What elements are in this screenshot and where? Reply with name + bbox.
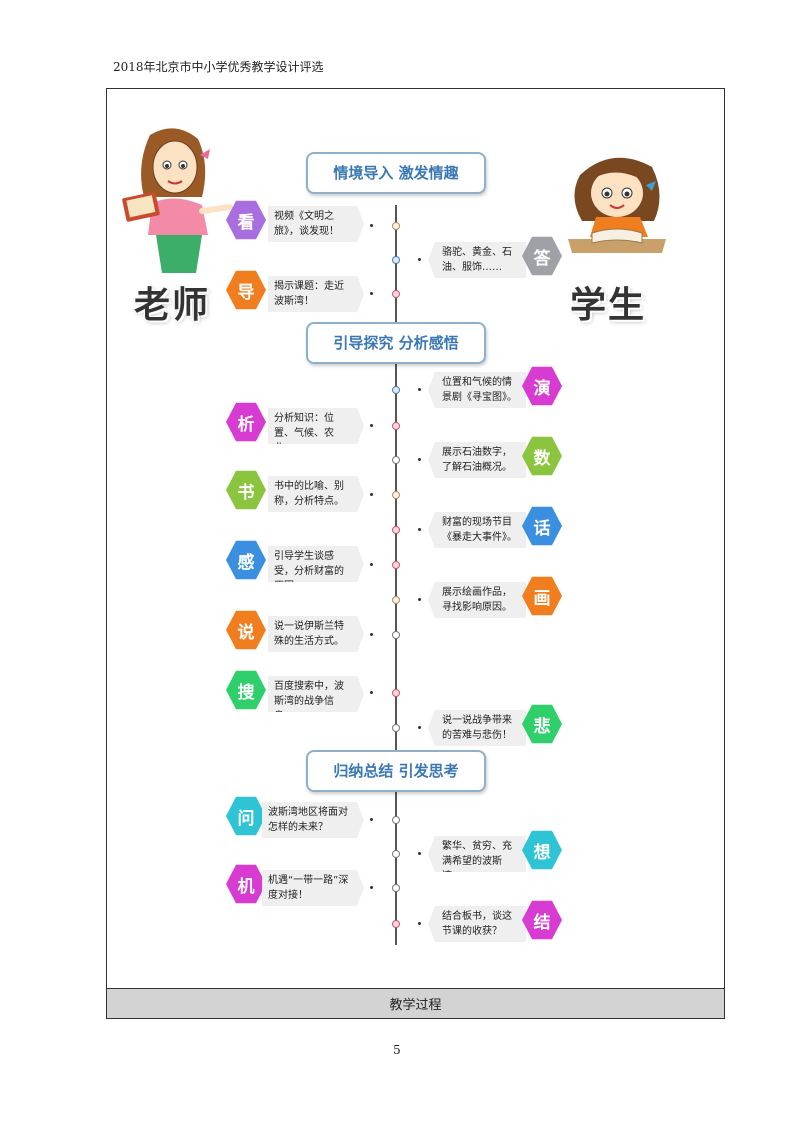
timeline-node [392, 256, 400, 264]
step-text-hua: 财富的现场节目《暴走大事件》。 [428, 512, 526, 548]
connector-dot [418, 598, 421, 601]
timeline-node [392, 456, 400, 464]
timeline-node [392, 631, 400, 639]
step-text-jie: 结合板书，谈这节课的收获？ [428, 906, 526, 942]
step-hex-bei: 悲 [522, 704, 562, 744]
step-text-shu: 展示石油数字，了解石油概况。 [428, 442, 526, 478]
section-title-summary: 归纳总结 引发思考 [306, 750, 486, 792]
page-number: 5 [393, 1043, 401, 1057]
step-text-xiang: 繁华、贫穷、充满希望的波斯湾。 [428, 836, 526, 872]
connector-dot [370, 292, 373, 295]
step-hex-hua: 话 [522, 506, 562, 546]
connector-dot [370, 886, 373, 889]
step-hex-hua-paint: 画 [522, 576, 562, 616]
timeline-node [392, 596, 400, 604]
timeline-node [392, 884, 400, 892]
connector-dot [418, 922, 421, 925]
connector-dot [370, 691, 373, 694]
connector-dot [418, 388, 421, 391]
timeline-node [392, 724, 400, 732]
step-text-xi: 分析知识：位置、气候、农业。 [268, 408, 364, 444]
page-header: 2018年北京市中小学优秀教学设计评选 [113, 60, 324, 74]
teacher-illustration [122, 128, 233, 273]
step-text-shuo: 说一说伊斯兰特殊的生活方式。 [268, 616, 364, 652]
connector-dot [418, 258, 421, 261]
timeline-node [392, 290, 400, 298]
step-text-ji: 机遇“一带一路”深度对接！ [262, 870, 364, 906]
timeline-node [392, 422, 400, 430]
step-text-sou: 百度搜索中，波斯湾的战争信息。 [268, 676, 364, 712]
step-text-bei: 说一说战争带来的苦难与悲伤！ [428, 710, 526, 746]
step-text-da: 骆驼、黄金、石油、服饰…… [428, 242, 526, 278]
section-title-intro: 情境导入 激发情趣 [306, 152, 486, 194]
step-hex-shu: 数 [522, 436, 562, 476]
timeline-spine [395, 205, 397, 945]
step-text-wen: 波斯湾地区将面对怎样的未来？ [262, 802, 364, 838]
timeline-node [392, 816, 400, 824]
timeline-node [392, 561, 400, 569]
step-text-gan: 引导学生谈感受，分析财富的原因。 [268, 546, 364, 582]
student-illustration [568, 157, 666, 253]
step-text-kan: 视频《文明之旅》，谈发现！ [268, 206, 364, 242]
teacher-label: 老师 [134, 284, 211, 326]
connector-dot [370, 633, 373, 636]
timeline-node [392, 386, 400, 394]
section-title-explore: 引导探究 分析感悟 [306, 322, 486, 364]
timeline-node [392, 491, 400, 499]
connector-dot [418, 726, 421, 729]
step-text-dao: 揭示课题：走近波斯湾！ [268, 276, 364, 312]
timeline-node [392, 920, 400, 928]
step-hex-jie: 结 [522, 900, 562, 940]
timeline-node [392, 526, 400, 534]
step-text-shu-book: 书中的比喻、别称，分析特点。 [268, 476, 364, 512]
timeline-node [392, 222, 400, 230]
step-text-hua-paint: 展示绘画作品，寻找影响原因。 [428, 582, 526, 618]
timeline-node [392, 689, 400, 697]
content-frame: 教学过程 [106, 88, 725, 1019]
step-hex-da: 答 [522, 236, 562, 276]
connector-dot [370, 493, 373, 496]
connector-dot [370, 563, 373, 566]
connector-dot [418, 528, 421, 531]
section-band-label: 教学过程 [389, 998, 442, 1013]
connector-dot [418, 458, 421, 461]
step-text-yan: 位置和气候的情景剧《寻宝图》。 [428, 372, 526, 408]
step-hex-yan: 演 [522, 366, 562, 406]
connector-dot [418, 852, 421, 855]
timeline-node [392, 850, 400, 858]
connector-dot [370, 424, 373, 427]
section-band: 教学过程 [107, 988, 724, 1018]
connector-dot [370, 224, 373, 227]
student-label: 学生 [570, 284, 647, 326]
connector-dot [370, 818, 373, 821]
step-hex-xiang: 想 [522, 830, 562, 870]
